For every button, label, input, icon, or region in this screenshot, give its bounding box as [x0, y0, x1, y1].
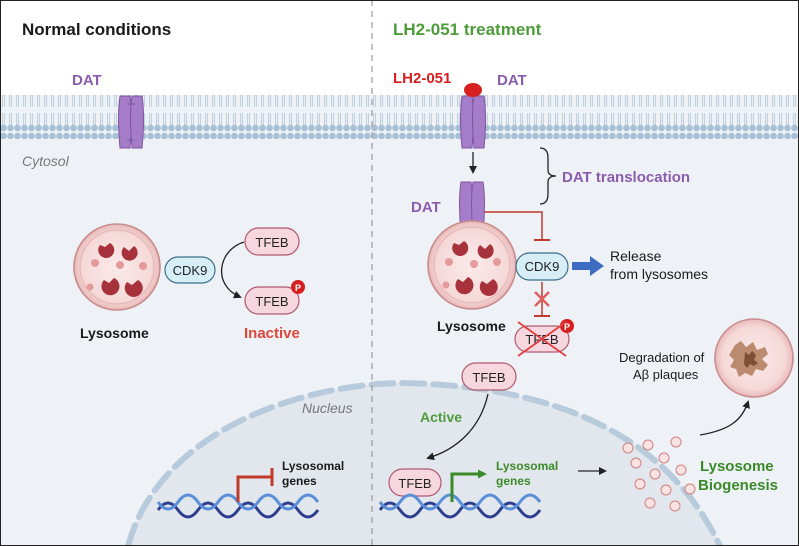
- left-lysosome-icon: [73, 223, 161, 311]
- plaque-lysosome-icon: [714, 318, 794, 398]
- left-tfeb-top-pill: [244, 227, 300, 256]
- release-label-1: Release: [610, 248, 662, 264]
- new-lysosomes-icon: [622, 436, 696, 512]
- biogenesis-label-1: Lysosome: [700, 458, 774, 475]
- left-phospho-label: P: [295, 283, 301, 293]
- lh2-051-drug-icon: [464, 83, 482, 97]
- free-tfeb-label: TFEB: [472, 370, 505, 385]
- nuclear-import-arrow: [426, 393, 489, 461]
- release-label-2: from lysosomes: [610, 266, 708, 282]
- left-tfeb-phospho-pill: [244, 286, 300, 315]
- left-tfeb-bottom-label: TFEB: [255, 294, 288, 309]
- right-dna-helix-icon: [378, 493, 542, 519]
- free-tfeb-pill: [461, 362, 517, 391]
- right-phospho-label: P: [564, 322, 570, 332]
- right-dat-translocated-label: DAT: [411, 199, 441, 216]
- nucleus-body: [128, 383, 720, 546]
- translocation-bracket: [539, 147, 557, 205]
- degradation-arrow: [699, 400, 750, 436]
- left-genes-label-1: Lysosomal: [282, 459, 344, 473]
- degradation-label-1: Degradation of: [619, 350, 705, 365]
- right-dat-label: DAT: [497, 72, 527, 89]
- left-dat-transporter-icon: [118, 95, 144, 149]
- right-genes-label-2: genes: [496, 474, 531, 488]
- degradation-label-2: Aβ plaques: [633, 367, 699, 382]
- left-tfeb-top-label: TFEB: [255, 235, 288, 250]
- right-cdk9-pill: [515, 252, 569, 281]
- tfeb-cross-out-icon: [517, 321, 567, 357]
- right-lysosome-label: Lysosome: [437, 318, 506, 334]
- inactive-label: Inactive: [244, 325, 300, 342]
- left-phospho-badge: [291, 280, 305, 294]
- active-label: Active: [420, 409, 462, 425]
- biogenesis-label-2: Biogenesis: [698, 477, 778, 494]
- right-genes-label-1: Lysosomal: [496, 459, 558, 473]
- right-lysosome-icon: [427, 220, 517, 310]
- nuclear-envelope: [125, 379, 723, 546]
- right-panel-title: LH2-051 treatment: [393, 20, 542, 39]
- left-genes-label-2: genes: [282, 474, 317, 488]
- right-dat-transporter-icon: [460, 95, 486, 149]
- dat-inhibits-cdk9-line: [484, 211, 543, 240]
- gene-activation-arrow: [450, 469, 487, 502]
- nucleus-label: Nucleus: [302, 400, 353, 416]
- release-arrow-icon: [572, 256, 604, 276]
- left-cdk9-pill: [164, 256, 216, 284]
- left-cdk9-label: CDK9: [173, 263, 208, 278]
- translocation-label: DAT translocation: [562, 169, 690, 186]
- drug-label: LH2-051: [393, 70, 451, 87]
- left-panel-title: Normal conditions: [22, 20, 171, 39]
- left-phosphorylation-arrow: [221, 241, 245, 299]
- right-phospho-badge: [560, 319, 574, 333]
- blocked-cross-icon: [534, 291, 550, 307]
- cytosol-label: Cytosol: [22, 153, 70, 169]
- left-gene-repression-bar: [236, 475, 272, 502]
- nuclear-tfeb-label: TFEB: [398, 476, 431, 491]
- left-dat-label: DAT: [72, 72, 102, 89]
- right-cdk9-label: CDK9: [525, 259, 560, 274]
- left-lysosome-label: Lysosome: [80, 325, 149, 341]
